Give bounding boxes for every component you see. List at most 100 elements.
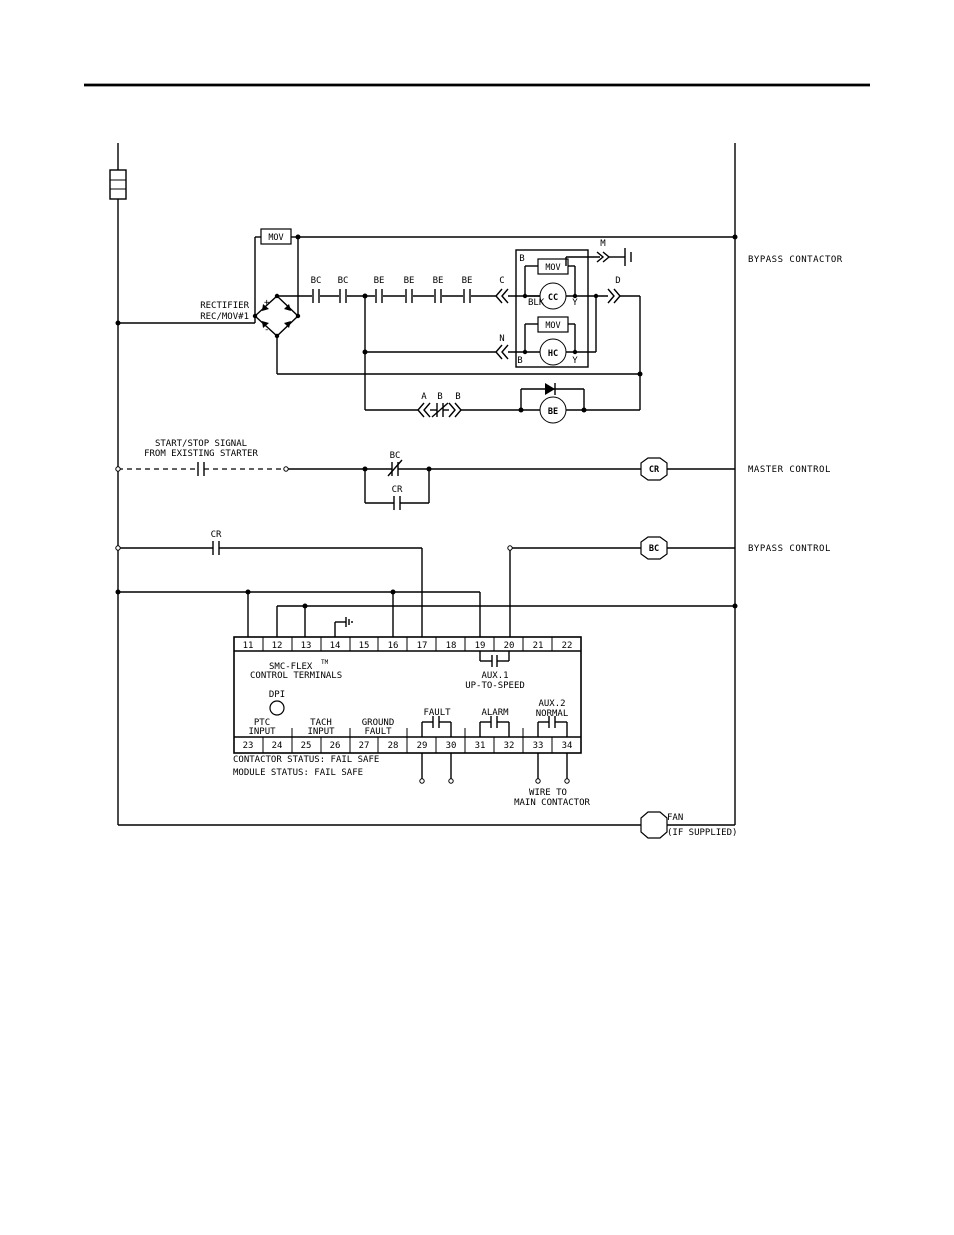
plug-b (448, 402, 462, 418)
contactor-status-label: CONTACTOR STATUS: FAIL SAFE (233, 755, 379, 765)
rectifier-label-2: REC/MOV#1 (200, 312, 249, 322)
bc-nc-label: BC (390, 451, 401, 461)
terminal-28: 28 (388, 741, 399, 751)
start-stop-label: START/STOP SIGNAL (155, 439, 247, 449)
bc-contact-label-1: BC (311, 276, 322, 286)
bypass-contactor-label: BYPASS CONTACTOR (748, 255, 843, 265)
wire-color-y-hc: Y (572, 356, 578, 366)
mov-label: MOV (268, 233, 283, 243)
terminal-30: 30 (446, 741, 457, 751)
be-contact-4 (463, 289, 471, 303)
be-contact-label-2: BE (404, 276, 415, 286)
bypass-contactor-circuit: MOV + - RECTIFIER REC/MOV#1 (115, 228, 738, 424)
aux2-label-2: NORMAL (536, 709, 569, 719)
wire-color-blk: BLK (528, 298, 545, 308)
plug-a (417, 402, 431, 418)
fan-label: FAN (667, 813, 683, 823)
mov-label: MOV (545, 321, 560, 331)
bottom-terminal-dividers (262, 728, 553, 753)
terminal-26: 26 (330, 741, 341, 751)
top-terminal-dividers (262, 637, 553, 651)
rectifier-minus: - (264, 325, 269, 335)
terminal-33: 33 (533, 741, 544, 751)
master-control-rung: START/STOP SIGNAL FROM EXISTING STARTER … (115, 439, 735, 510)
terminal-18: 18 (446, 641, 457, 651)
rectifier-label: RECTIFIER (200, 301, 249, 311)
cc-coil-label: CC (548, 293, 558, 303)
ptc-label-2: INPUT (248, 727, 276, 737)
wire-color-b-cc: B (519, 254, 524, 264)
be-coil-label: BE (548, 407, 558, 417)
aux2-label: AUX.2 (538, 699, 565, 709)
terminal-11: 11 (243, 641, 254, 651)
dpi-label: DPI (269, 690, 285, 700)
be-contact-label-1: BE (374, 276, 385, 286)
bc-contact-label-2: BC (338, 276, 349, 286)
be-contact-3 (434, 289, 442, 303)
smc-flex-terminal-block: 11 12 13 14 15 16 17 18 19 20 21 22 23 2… (233, 636, 582, 754)
plug-d-label: D (615, 276, 620, 286)
contactor-coil-module (515, 249, 589, 368)
fan-rung (118, 811, 735, 839)
control-terminals-label: CONTROL TERMINALS (250, 671, 342, 681)
hc-coil-label: HC (548, 349, 558, 359)
be-contact-label-4: BE (462, 276, 473, 286)
module-status-label: MODULE STATUS: FAIL SAFE (233, 768, 363, 778)
wire-color-y-cc: Y (572, 298, 578, 308)
terminal-12: 12 (272, 641, 283, 651)
fan-motor (640, 811, 668, 839)
ptc-label: PTC (254, 718, 270, 728)
cr-coil (640, 457, 668, 481)
plug-a-label: A (421, 392, 427, 402)
plug-n (495, 344, 509, 360)
terminal-17: 17 (417, 641, 428, 651)
terminal-20: 20 (504, 641, 515, 651)
mov-box-cc (537, 258, 569, 275)
terminal-13: 13 (301, 641, 312, 651)
terminal-31: 31 (475, 741, 486, 751)
wire-to-label-2: MAIN CONTACTOR (514, 798, 590, 808)
wire-to-label: WIRE TO (529, 788, 567, 798)
terminal-29: 29 (417, 741, 428, 751)
bypass-control-rung: CR BC (115, 530, 735, 637)
plug-c (495, 288, 509, 304)
mov-box-hc (537, 316, 569, 333)
terminal-27: 27 (359, 741, 370, 751)
cr-contact-label: CR (211, 530, 222, 540)
terminal-34: 34 (562, 741, 573, 751)
mov-label: MOV (545, 263, 560, 273)
rectifier-plus: + (264, 298, 270, 308)
terminal-32: 32 (504, 741, 515, 751)
aux1-label-2: UP-TO-SPEED (465, 681, 525, 691)
smc-tm-mark: TM (321, 659, 329, 666)
terminal-22: 22 (562, 641, 573, 651)
fan-label-2: (IF SUPPLIED) (667, 828, 737, 838)
bc-contact-2 (339, 289, 347, 303)
cr-seal-label: CR (392, 485, 403, 495)
tach-label-2: INPUT (307, 727, 335, 737)
bc-coil (640, 536, 668, 560)
alarm-label: ALARM (481, 708, 509, 718)
cr-coil-label: CR (649, 465, 660, 475)
bypass-control-label: BYPASS CONTROL (748, 544, 831, 554)
bc-coil-label: BC (649, 544, 659, 554)
terminal-23: 23 (243, 741, 254, 751)
terminal-25: 25 (301, 741, 312, 751)
ground-fault-label: GROUND (362, 718, 395, 728)
contact-b-label: B (437, 392, 442, 402)
terminal-21: 21 (533, 641, 544, 651)
plug-m-label: M (600, 239, 606, 249)
fuse (109, 169, 127, 200)
plug-c-label: C (499, 276, 504, 286)
start-stop-label-2: FROM EXISTING STARTER (144, 449, 258, 459)
smc-flex-label: SMC-FLEX (269, 662, 313, 672)
dpi-port (269, 700, 285, 716)
diode (545, 383, 555, 395)
terminal-15: 15 (359, 641, 370, 651)
be-contact-label-3: BE (433, 276, 444, 286)
terminal-24: 24 (272, 741, 283, 751)
plug-d (607, 288, 621, 304)
terminal-19: 19 (475, 641, 486, 651)
aux1-label: AUX.1 (481, 671, 508, 681)
